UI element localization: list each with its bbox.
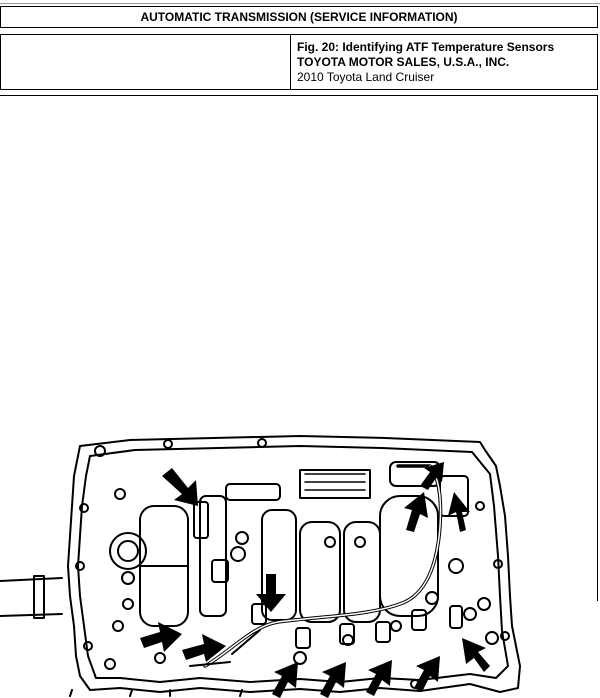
arrow-pointer-8 bbox=[414, 656, 440, 692]
document-header: AUTOMATIC TRANSMISSION (SERVICE INFORMAT… bbox=[0, 6, 598, 28]
valve-body-illustration bbox=[0, 435, 521, 698]
document-title: AUTOMATIC TRANSMISSION (SERVICE INFORMAT… bbox=[140, 10, 458, 24]
arrow-pointer-2 bbox=[256, 574, 286, 612]
caption-divider bbox=[290, 35, 291, 89]
arrow-pointer-10 bbox=[404, 492, 428, 532]
vehicle-name: 2010 Toyota Land Cruiser bbox=[297, 70, 435, 84]
case-outline bbox=[67, 435, 521, 693]
arrow-pointer-1 bbox=[162, 468, 198, 506]
figure-title: Fig. 20: Identifying ATF Temperature Sen… bbox=[297, 40, 555, 54]
arrow-pointer-12 bbox=[420, 462, 444, 490]
figure-frame bbox=[0, 95, 598, 698]
arrow-pointer-11 bbox=[448, 492, 470, 532]
figure-caption: Fig. 20: Identifying ATF Temperature Sen… bbox=[297, 40, 554, 85]
arrow-pointer-9 bbox=[462, 638, 490, 672]
gear-ring bbox=[109, 532, 147, 570]
case-inner-flange bbox=[77, 445, 509, 683]
output-shaft bbox=[0, 577, 63, 617]
figure-caption-box: Fig. 20: Identifying ATF Temperature Sen… bbox=[0, 34, 598, 90]
company-name: TOYOTA MOTOR SALES, U.S.A., INC. bbox=[297, 55, 510, 69]
top-rule bbox=[0, 3, 600, 4]
arrow-pointer-7 bbox=[366, 660, 392, 696]
